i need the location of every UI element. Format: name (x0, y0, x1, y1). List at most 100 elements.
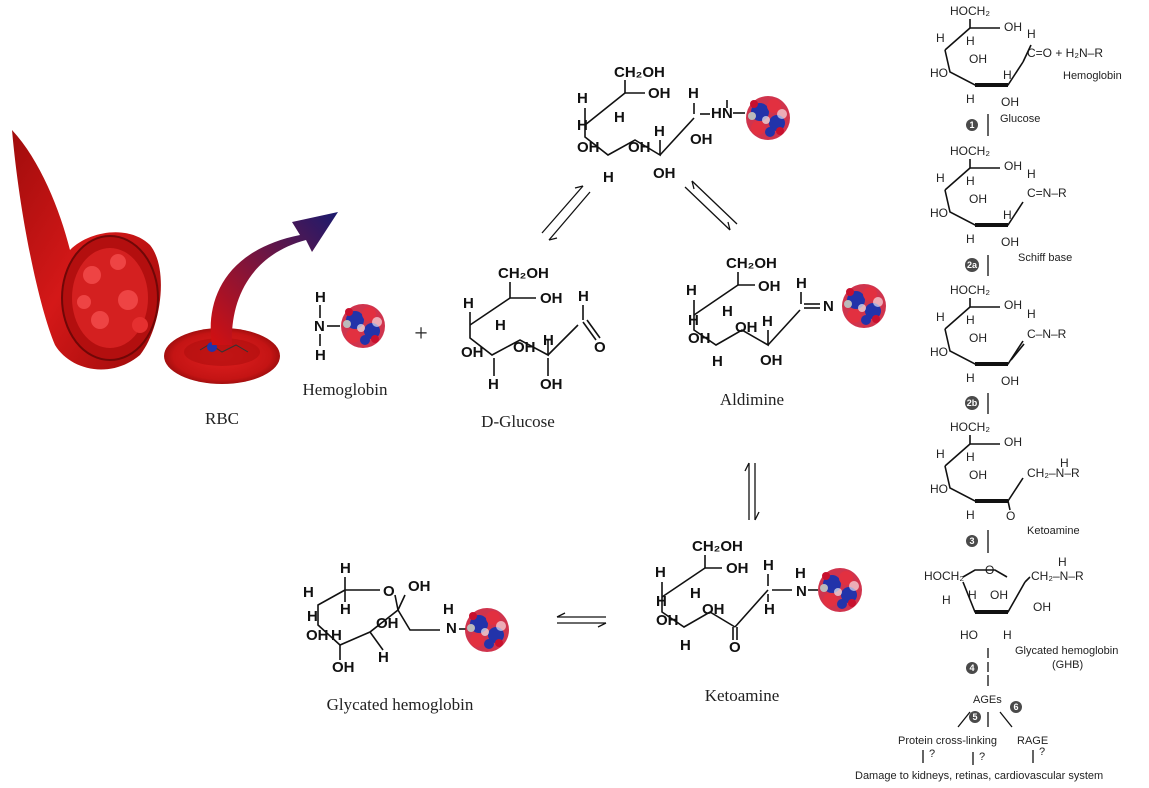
svg-text:N: N (314, 318, 325, 335)
svg-text:OH: OH (1004, 20, 1022, 34)
svg-text:H: H (378, 649, 389, 666)
svg-text:OH: OH (735, 319, 758, 336)
equilibrium-arrow-carbinolamine-aldimine (684, 180, 738, 231)
svg-text:H: H (443, 601, 454, 618)
svg-text:OH: OH (690, 131, 713, 148)
svg-text:Glucose: Glucose (1000, 113, 1040, 125)
ketoamine-molecule: CH₂OH OH H H H OH OH H O H H H N (655, 538, 862, 656)
svg-text:H: H (966, 450, 975, 464)
right-pathway-panel: HOCH₂ OH H H HO OH H H OH H C=O + H₂N–R … (855, 4, 1122, 782)
rbc-cell (164, 328, 280, 384)
svg-text:N: N (823, 298, 834, 315)
ages-label: AGEs (973, 694, 1002, 706)
svg-text:Schiff base: Schiff base (1018, 252, 1072, 264)
plus-sign: + (414, 321, 428, 347)
svg-text:H: H (1003, 208, 1012, 222)
svg-text:OH: OH (513, 339, 536, 356)
svg-text:H: H (936, 447, 945, 461)
svg-text:H: H (654, 123, 665, 140)
svg-text:H: H (942, 593, 951, 607)
svg-text:OH: OH (376, 615, 399, 632)
svg-text:(GHB): (GHB) (1052, 659, 1083, 671)
rage-label: RAGE (1017, 735, 1048, 747)
svg-text:Glycated hemoglobin: Glycated hemoglobin (1015, 645, 1118, 657)
svg-text:CH₂OH: CH₂OH (726, 255, 777, 272)
svg-text:H: H (340, 560, 351, 577)
label-aldimine: Aldimine (720, 390, 784, 409)
svg-text:OH: OH (540, 376, 563, 393)
svg-text:H: H (762, 313, 773, 330)
svg-text:H: H (307, 608, 318, 625)
step-3-badge: 3 (969, 536, 974, 546)
svg-text:H: H (936, 310, 945, 324)
svg-text:H: H (614, 109, 625, 126)
svg-text:C=N–R: C=N–R (1027, 186, 1067, 200)
pathway-glycated-hemoglobin: HOCH₂ O H CH₂–N–R H H OH OH HO H Glycate… (924, 555, 1118, 671)
svg-text:H: H (764, 601, 775, 618)
protein-cross-linking-label: Protein cross-linking (898, 735, 997, 747)
svg-text:H: H (763, 557, 774, 574)
svg-text:HOCH₂: HOCH₂ (950, 4, 990, 18)
svg-text:HO: HO (930, 345, 948, 359)
d-glucose-molecule: CH₂OH OH H H OH OH H H OH H O (461, 265, 606, 393)
svg-text:H: H (603, 169, 614, 186)
svg-text:H: H (722, 303, 733, 320)
svg-text:OH: OH (1001, 374, 1019, 388)
step-2b-badge: 2b (967, 398, 978, 408)
svg-text:OH: OH (990, 588, 1008, 602)
svg-text:OH: OH (577, 139, 600, 156)
svg-text:O: O (729, 639, 741, 656)
svg-text:H: H (655, 564, 666, 581)
svg-text:OH: OH (726, 560, 749, 577)
step-6-badge: 6 (1013, 702, 1018, 712)
aldimine-molecule: CH₂OH OH H H H OH OH H H OH H N (686, 255, 886, 370)
svg-text:HO: HO (930, 482, 948, 496)
equilibrium-arrow-glucose-carbinolamine (541, 185, 591, 241)
svg-text:OH: OH (1033, 600, 1051, 614)
svg-text:OH: OH (540, 290, 563, 307)
svg-text:OH: OH (1001, 95, 1019, 109)
svg-text:C=O + H₂N–R: C=O + H₂N–R (1027, 46, 1103, 60)
svg-text:OH: OH (653, 165, 676, 182)
svg-text:OH: OH (332, 659, 355, 676)
svg-text:O: O (1006, 509, 1015, 523)
label-hemoglobin: Hemoglobin (303, 380, 388, 399)
svg-text:H: H (331, 627, 342, 644)
svg-text:OH: OH (306, 627, 329, 644)
equilibrium-arrow-aldimine-ketoamine (744, 462, 760, 521)
svg-text:OH: OH (760, 352, 783, 369)
svg-text:N: N (722, 105, 733, 122)
svg-text:H: H (966, 174, 975, 188)
label-glycated-hemoglobin: Glycated hemoglobin (327, 695, 474, 714)
svg-text:OH: OH (461, 344, 484, 361)
svg-text:OH: OH (656, 612, 679, 629)
svg-text:H: H (315, 289, 326, 306)
svg-text:OH: OH (969, 192, 987, 206)
svg-text:CH₂OH: CH₂OH (692, 538, 743, 555)
step-1-badge: 1 (969, 120, 974, 130)
svg-text:OH: OH (1004, 435, 1022, 449)
svg-text:OH: OH (969, 52, 987, 66)
svg-text:OH: OH (408, 578, 431, 595)
svg-text:H: H (688, 85, 699, 102)
svg-text:H: H (936, 171, 945, 185)
svg-text:Ketoamine: Ketoamine (1027, 525, 1080, 537)
svg-text:N: N (446, 620, 457, 637)
svg-text:H: H (936, 31, 945, 45)
damage-label: Damage to kidneys, retinas, cardiovascul… (855, 770, 1103, 782)
svg-text:H: H (577, 117, 588, 134)
svg-text:H: H (1027, 307, 1036, 321)
label-d-glucose: D-Glucose (481, 412, 555, 431)
svg-text:H: H (1060, 456, 1069, 470)
svg-text:C–N–R: C–N–R (1027, 327, 1067, 341)
svg-text:OH: OH (1004, 298, 1022, 312)
glycated-hemoglobin-molecule: H H O OH H H OH OH H OH H H N (303, 560, 509, 676)
svg-text:H: H (796, 275, 807, 292)
svg-text:OH: OH (969, 468, 987, 482)
pathway-enol: HOCH₂ OH H H HO OH H OH H C–N–R (930, 283, 1067, 388)
svg-text:HO: HO (930, 206, 948, 220)
svg-text:H: H (463, 295, 474, 312)
svg-text:CH₂–N–R: CH₂–N–R (1027, 466, 1080, 480)
svg-text:?: ? (1039, 746, 1045, 758)
svg-text:HOCH₂: HOCH₂ (924, 569, 964, 583)
